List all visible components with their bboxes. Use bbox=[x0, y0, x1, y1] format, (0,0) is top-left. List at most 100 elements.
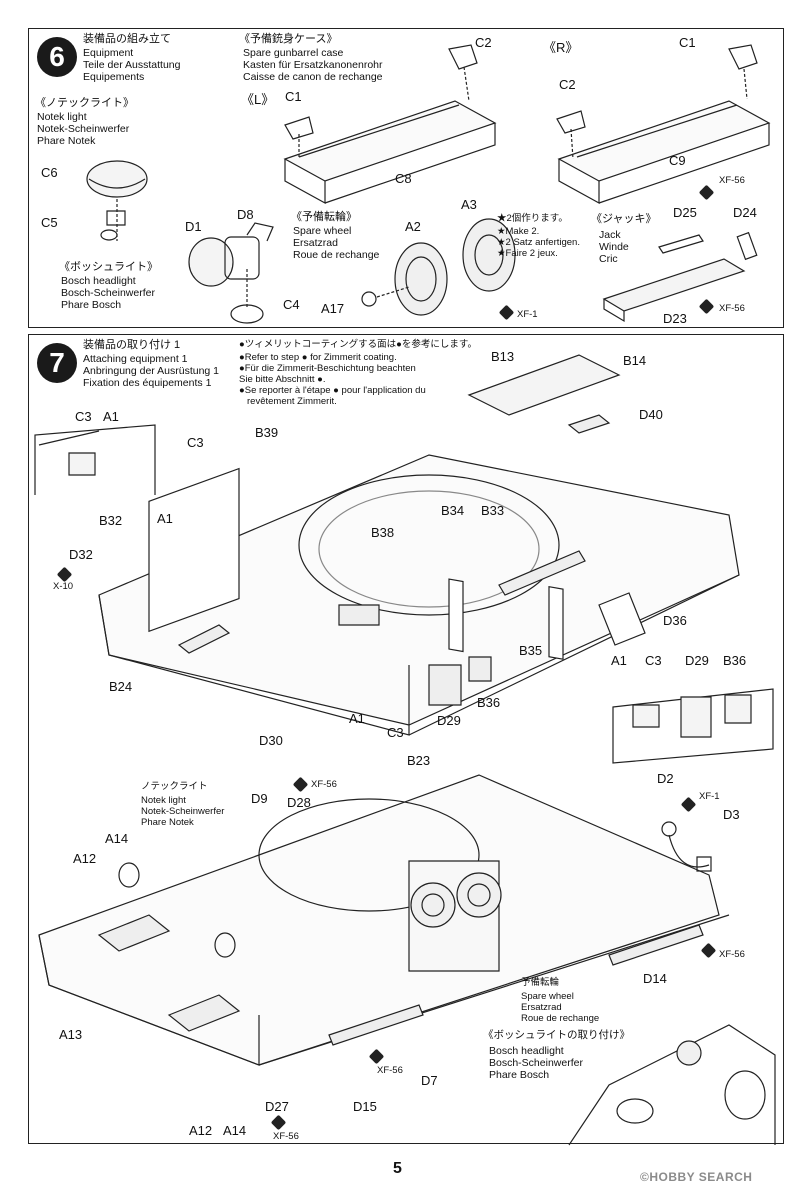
part-label-A14: A14 bbox=[105, 831, 129, 846]
paint-code: XF-56 bbox=[719, 175, 745, 186]
step-number: 6 bbox=[37, 37, 77, 77]
paint-code: XF-1 bbox=[699, 791, 720, 802]
notek-en: Notek light bbox=[37, 111, 87, 123]
step-title-de: Anbringung der Ausrüstung 1 bbox=[83, 365, 220, 377]
bosch-heading-jp: 《ボッシュライトの取り付け》 bbox=[483, 1029, 630, 1041]
bosch-fr: Phare Bosch bbox=[61, 299, 122, 311]
notek-fr: Phare Notek bbox=[37, 135, 96, 147]
part-label-B36: B36 bbox=[723, 653, 747, 668]
watermark: ©HOBBY SEARCH bbox=[640, 1170, 753, 1184]
step-title-jp: 装備品の組み立て bbox=[83, 33, 171, 45]
bosch-fr: Phare Bosch bbox=[489, 1069, 550, 1081]
paint-code: XF-56 bbox=[719, 303, 745, 314]
part-label-C3: C3 bbox=[387, 725, 404, 740]
step-number: 7 bbox=[37, 343, 77, 383]
make2-en: ★Make 2. bbox=[497, 226, 540, 237]
jack-fr: Cric bbox=[599, 253, 618, 265]
part-label-A1: A1 bbox=[103, 409, 119, 424]
notek-fr: Phare Notek bbox=[141, 817, 194, 828]
part-label-D30: D30 bbox=[259, 733, 283, 748]
wheel-heading-jp: 予備転輪 bbox=[521, 977, 560, 988]
part-label-D7: D7 bbox=[421, 1073, 438, 1088]
jack-heading-jp: 《ジャッキ》 bbox=[591, 213, 657, 225]
barrel-heading-jp: 《予備銃身ケース》 bbox=[239, 33, 338, 45]
wheel-de: Ersatzrad bbox=[293, 237, 338, 249]
bosch-de: Bosch-Scheinwerfer bbox=[61, 287, 155, 299]
part-label-D25: D25 bbox=[673, 205, 697, 220]
notek-de: Notek-Scheinwerfer bbox=[37, 123, 130, 135]
part-label-C5: C5 bbox=[41, 215, 58, 230]
jack-en: Jack bbox=[599, 229, 621, 241]
part-label-C8: C8 bbox=[395, 171, 412, 186]
make2-de: ★2 Satz anfertigen. bbox=[497, 237, 580, 248]
step-title-fr: Fixation des équipements 1 bbox=[83, 377, 212, 389]
step-title-de: Teile der Ausstattung bbox=[83, 59, 181, 71]
part-label-C9: C9 bbox=[669, 153, 686, 168]
zimmerit-note-jp: ●ツィメリットコーティングする面は●を参考にします。 bbox=[239, 339, 477, 350]
paint-code: X-10 bbox=[53, 581, 74, 592]
part-label-B36: B36 bbox=[477, 695, 501, 710]
zimmerit-note-de1: ●Für die Zimmerit-Beschichtung beachten bbox=[239, 363, 416, 374]
side-right-label: 《R》 bbox=[543, 40, 579, 55]
paint-code: XF-56 bbox=[311, 779, 337, 790]
part-label-D28: D28 bbox=[287, 795, 311, 810]
notek-en: Notek light bbox=[141, 795, 186, 806]
part-label-D27: D27 bbox=[265, 1099, 289, 1114]
bosch-en: Bosch headlight bbox=[61, 275, 136, 287]
wheel-de: Ersatzrad bbox=[521, 1002, 562, 1013]
part-label-D14: D14 bbox=[643, 971, 667, 986]
zimmerit-note-fr2: revêtement Zimmerit. bbox=[247, 396, 337, 407]
part-label-D2: D2 bbox=[657, 771, 674, 786]
part-label-A13: A13 bbox=[59, 1027, 83, 1042]
step-title-en: Attaching equipment 1 bbox=[83, 353, 188, 365]
part-label-C4: C4 bbox=[283, 297, 300, 312]
part-label-A1: A1 bbox=[157, 511, 173, 526]
part-label-C6: C6 bbox=[41, 165, 58, 180]
page-number: 5 bbox=[393, 1160, 402, 1177]
part-label-B38: B38 bbox=[371, 525, 395, 540]
notek-heading-jp: 《ノテックライト》 bbox=[35, 97, 134, 109]
part-label-B39: B39 bbox=[255, 425, 279, 440]
side-left-label: 《L》 bbox=[241, 92, 275, 107]
part-label-D1: D1 bbox=[185, 219, 202, 234]
zimmerit-note-de2: Sie bitte Abschnitt ●. bbox=[239, 374, 326, 385]
wheel-heading-jp: 《予備転輪》 bbox=[291, 211, 357, 223]
wheel-en: Spare wheel bbox=[293, 225, 352, 237]
part-label-A12: A12 bbox=[73, 851, 97, 866]
part-label-D3: D3 bbox=[723, 807, 740, 822]
part-label-D15: D15 bbox=[353, 1099, 377, 1114]
barrel-fr: Caisse de canon de rechange bbox=[243, 71, 383, 83]
part-label-A14: A14 bbox=[223, 1123, 247, 1138]
part-label-B34: B34 bbox=[441, 503, 465, 518]
part-label-B35: B35 bbox=[519, 643, 543, 658]
part-label-D40: D40 bbox=[639, 407, 663, 422]
part-label-C3: C3 bbox=[645, 653, 662, 668]
wheel-en: Spare wheel bbox=[521, 991, 574, 1002]
part-label-B14: B14 bbox=[623, 353, 647, 368]
part-label-D32: D32 bbox=[69, 547, 93, 562]
notek-heading-jp: ノテックライト bbox=[141, 781, 208, 792]
paint-code: XF-1 bbox=[517, 309, 538, 320]
part-label-D24: D24 bbox=[733, 205, 757, 220]
part-label-D36: D36 bbox=[663, 613, 687, 628]
bosch-heading-jp: 《ボッシュライト》 bbox=[59, 261, 158, 273]
part-label-D8: D8 bbox=[237, 207, 254, 222]
barrel-en: Spare gunbarrel case bbox=[243, 47, 344, 59]
part-label-C2: C2 bbox=[475, 35, 492, 50]
part-label-A1: A1 bbox=[611, 653, 627, 668]
step-6-illustration bbox=[29, 29, 785, 329]
jack-de: Winde bbox=[599, 241, 629, 253]
part-label-D23: D23 bbox=[663, 311, 687, 326]
part-label-B24: B24 bbox=[109, 679, 133, 694]
step-6-panel: 6 装備品の組み立て Equipment Teile der Ausstattu… bbox=[28, 28, 784, 328]
part-label-A17: A17 bbox=[321, 301, 345, 316]
part-label-C3: C3 bbox=[187, 435, 204, 450]
part-label-A3: A3 bbox=[461, 197, 477, 212]
part-label-C2: C2 bbox=[559, 77, 576, 92]
notek-de: Notek-Scheinwerfer bbox=[141, 806, 225, 817]
bosch-en: Bosch headlight bbox=[489, 1045, 564, 1057]
part-label-B23: B23 bbox=[407, 753, 431, 768]
step-title-jp: 装備品の取り付け 1 bbox=[83, 339, 181, 351]
paint-code: XF-56 bbox=[273, 1131, 299, 1142]
step-7-illustration bbox=[29, 335, 785, 1145]
